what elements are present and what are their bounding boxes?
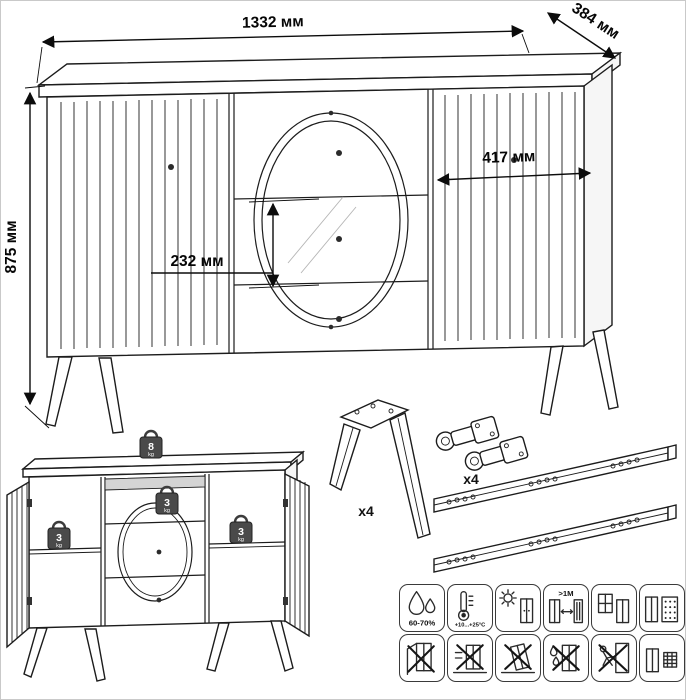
load-badge-top: 8 kg (139, 429, 163, 459)
svg-text:+10...+25°C: +10...+25°C (455, 623, 486, 628)
dim-height-label: 875 мм (3, 220, 20, 273)
no-lean-open-door-icon (399, 634, 445, 682)
svg-text:8: 8 (148, 441, 154, 453)
window-placement-icon (591, 584, 637, 632)
svg-text:60-70%: 60-70% (409, 618, 436, 627)
drawer-knob (336, 316, 342, 322)
door-knob (511, 157, 517, 163)
dim-drawer-label: 232 мм (170, 253, 223, 270)
care-icons-grid: 60-70% +10...+25°C (399, 584, 685, 682)
dim-depth-label: 384 мм (569, 1, 623, 43)
sunlight-icon (495, 584, 541, 632)
hinge-part: x4 (435, 415, 529, 487)
load-badge-right-shelf: 3 kg (229, 514, 253, 544)
drawer-knob (336, 236, 342, 242)
svg-text:kg: kg (56, 543, 62, 549)
no-heavy-load-icon (639, 634, 685, 682)
svg-text:kg: kg (238, 537, 244, 543)
open-right-door (284, 472, 310, 638)
svg-text:>1M: >1M (558, 589, 573, 598)
dim-niche-label: 417 мм (482, 148, 536, 167)
open-drawer-gap (104, 475, 206, 491)
svg-text:kg: kg (164, 508, 170, 514)
drawer-slides-part (433, 444, 677, 573)
ventilation-net-icon (639, 584, 685, 632)
humidity-icon: 60-70% (399, 584, 445, 632)
hinge-qty-label: x4 (463, 471, 479, 487)
left-door-slats (60, 99, 218, 349)
no-tilt-icon (495, 634, 541, 682)
svg-text:3: 3 (56, 532, 62, 544)
leg-qty-label: x4 (358, 503, 374, 519)
no-drag-icon (447, 634, 493, 682)
right-door-slats (444, 92, 576, 341)
svg-text:3: 3 (164, 497, 170, 509)
sideboard-perspective-view (36, 51, 623, 434)
load-badge-drawer: 3 kg (155, 485, 179, 515)
no-climb-icon (591, 634, 637, 682)
oval-decor-inner (261, 120, 401, 320)
dim-width-label: 1332 мм (242, 13, 304, 31)
svg-text:3: 3 (238, 526, 244, 538)
svg-text:kg: kg (148, 452, 154, 458)
no-wet-icon (543, 634, 589, 682)
drawer-knob (336, 150, 342, 156)
door-knob (168, 164, 174, 170)
sideboard-open-view: 8 kg 3 kg 3 kg 3 kg (6, 429, 310, 682)
heat-distance-icon: >1M (543, 584, 589, 632)
leg-part: x4 (329, 399, 431, 539)
sideboard-legs (45, 329, 619, 434)
load-badge-left-shelf: 3 kg (47, 520, 71, 550)
open-left-door (6, 480, 30, 649)
temperature-icon: +10...+25°C (447, 584, 493, 632)
hinge-mark (27, 499, 32, 507)
